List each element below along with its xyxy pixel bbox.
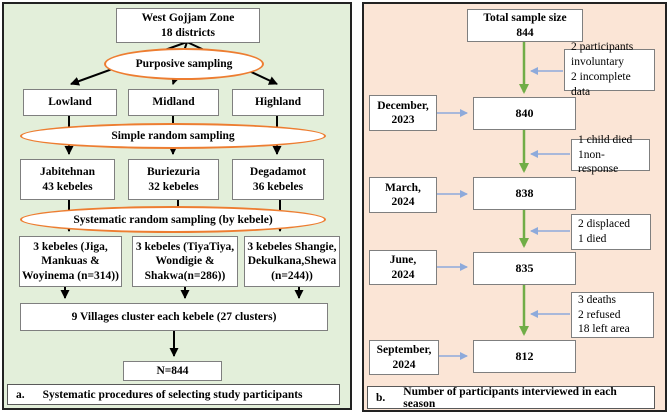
panel-b-caption: b. Number of participants interviewed in… [367,385,655,410]
purposive-sampling-ellipse: Purposive sampling [104,48,264,80]
note1-line2: involuntary [571,56,625,69]
march-line1: March, [385,181,421,194]
september-line1: September, [376,344,432,357]
panel-b-caption-text: Number of participants interviewed in ea… [403,385,617,410]
midland-box: Midland [128,89,219,116]
note4-line1: 3 deaths [578,293,617,306]
kebeles-box-1: 3 kebeles (Jiga, Mankuas & Woyinema (n=3… [19,236,122,287]
kebeles-box-2: 3 kebeles (TiyaTiya, Wondigie & Shakwa(n… [132,236,238,287]
panel-b-flow-arrows [436,42,570,360]
villages-cluster-box: 9 Villages cluster each kebele (27 clust… [20,303,328,331]
n-total-box: N=844 [123,361,222,381]
count-box-838: 838 [473,177,576,210]
zone-box-line1: West Gojjam Zone [141,12,235,25]
buriezuria-box: Buriezuria 32 kebeles [128,159,219,200]
date-box-march: March, 2024 [369,177,437,213]
jabitehnan-box: Jabitehnan 43 kebeles [20,159,115,200]
september-line2: 2024 [392,358,416,371]
panel-b-participants-per-season: Total sample size 844 2 participants inv… [362,2,667,412]
buriezuria-line1: Buriezuria [146,166,201,179]
note4-line2: 2 refused [578,308,621,321]
kebeles2-line3: Shakwa(n=286)) [144,269,226,282]
note1-line3: 2 incomplete data [571,71,631,98]
total-sample-line2: 844 [516,26,534,39]
buriezuria-line2: 32 kebeles [148,180,199,193]
kebeles1-line3: Woyinema (n=314)) [22,269,119,282]
attrition-note-3: 2 displaced 1 died [571,214,651,250]
simple-random-sampling-ellipse: Simple random sampling [20,123,326,149]
kebeles3-line2: Dekulkana,Shewa [247,255,337,268]
date-box-september: September, 2024 [369,340,439,375]
kebeles1-line2: Mankuas & [41,255,100,268]
note2-line1: 1 child died [578,133,633,146]
jabitehnan-line2: 43 kebeles [42,180,93,193]
june-line1: June, [389,254,417,267]
total-sample-box: Total sample size 844 [467,9,583,42]
degadamot-line2: 36 kebeles [252,180,304,193]
march-line2: 2024 [391,196,415,208]
june-line2: 2024 [391,268,415,281]
panel-a-caption-text: Systematic procedures of selecting study… [42,388,303,401]
total-sample-line1: Total sample size [483,12,567,25]
note4-line3: 18 left area [578,323,630,336]
count-box-812: 812 [473,340,576,373]
attrition-note-4: 3 deaths 2 refused 18 left area [571,292,654,338]
note2-line2: 1non-response [578,148,619,176]
date-box-june: June, 2024 [369,250,437,285]
attrition-note-2: 1 child died 1non-response [571,134,650,175]
kebeles2-line1: 3 kebeles (TiyaTiya, [135,241,235,254]
lowland-box: Lowland [23,89,117,116]
count-box-835: 835 [473,252,576,285]
highland-box: Highland [232,89,324,116]
panel-a-selection-procedure: West Gojjam Zone 18 districts Purposive … [2,2,352,410]
zone-box: West Gojjam Zone 18 districts [116,8,260,43]
degadamot-line1: Degadamot [249,166,307,179]
kebeles1-line1: 3 kebeles (Jiga, [33,241,108,254]
kebeles2-line2: Wondigie & [155,255,215,268]
count-box-840: 840 [473,97,576,130]
kebeles3-line1: 3 kebeles Shangie, [247,241,337,254]
note1-line1: 2 participants [571,41,634,54]
attrition-note-1: 2 participants involuntary 2 incomplete … [564,41,655,98]
note3-line2: 1 died [578,233,607,245]
panel-a-caption-label: a. [16,388,25,401]
kebeles3-line3: (n=244)) [271,269,313,282]
note3-line1: 2 displaced [578,218,631,231]
panel-b-caption-label: b. [376,391,386,404]
december-line1: December, [377,99,429,112]
zone-box-line2: 18 districts [161,26,215,39]
degadamot-box: Degadamot 36 kebeles [232,159,324,200]
kebeles-box-3: 3 kebeles Shangie, Dekulkana,Shewa (n=24… [244,236,340,287]
panel-a-caption: a. Systematic procedures of selecting st… [7,384,340,405]
systematic-random-sampling-ellipse: Systematic random sampling (by kebele) [20,206,326,233]
jabitehnan-line1: Jabitehnan [40,166,95,179]
december-line2: 2023 [391,114,415,126]
date-box-december: December, 2023 [369,95,437,131]
